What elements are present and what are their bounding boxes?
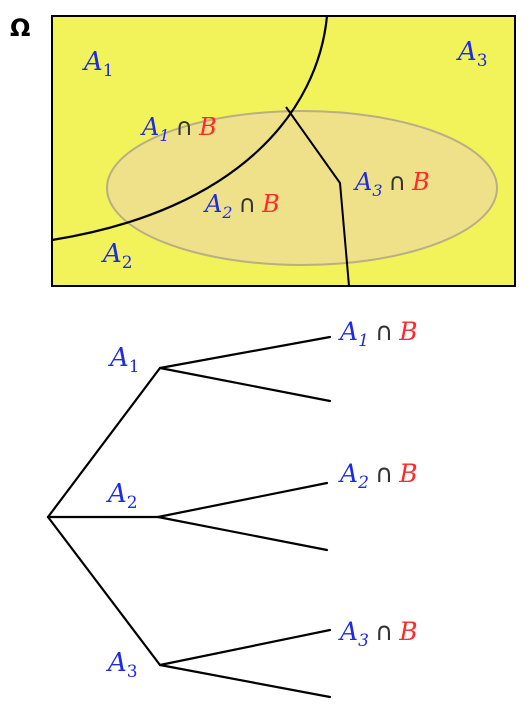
event-b-ellipse <box>106 110 498 266</box>
tree-leaf-a3-b: A3∩B <box>338 617 418 651</box>
region-label-a3: A3 <box>456 37 488 71</box>
tree-edge-a3-not-b <box>158 663 332 699</box>
partition-boundary-a1-a2 <box>51 15 329 242</box>
tree-edge-root-a3 <box>46 515 162 667</box>
venn-diagram: Ω A1 A3 A2 A1∩B A2∩B A3∩B <box>10 14 516 287</box>
tree-edge-a3-b <box>158 628 332 667</box>
tree-edge-a2-b <box>156 481 329 519</box>
tree-edge-a1-not-b <box>158 366 332 403</box>
tree-edge-root-a1 <box>46 366 162 519</box>
tree-leaf-a1-b: A1∩B <box>338 317 418 351</box>
partition-boundary-a3 <box>285 106 350 287</box>
intersection-label-a3-b: A3∩B <box>353 168 430 200</box>
region-label-a1: A1 <box>82 47 114 81</box>
tree-edge-a2-not-b <box>156 515 329 552</box>
tree-node-a3: A3 <box>106 648 138 682</box>
tree-node-a1: A1 <box>108 343 140 377</box>
intersection-label-a1-b: A1∩B <box>140 113 217 145</box>
intersection-label-a2-b: A2∩B <box>203 190 280 222</box>
tree-node-a2: A2 <box>106 479 138 513</box>
tree-leaf-a2-b: A2∩B <box>338 459 418 493</box>
region-label-a2: A2 <box>101 239 133 273</box>
probability-tree: A1 A2 A3 A1∩B A2∩B A3∩B <box>46 317 418 699</box>
tree-edge-a1-b <box>158 335 332 370</box>
omega-symbol: Ω <box>10 14 30 42</box>
